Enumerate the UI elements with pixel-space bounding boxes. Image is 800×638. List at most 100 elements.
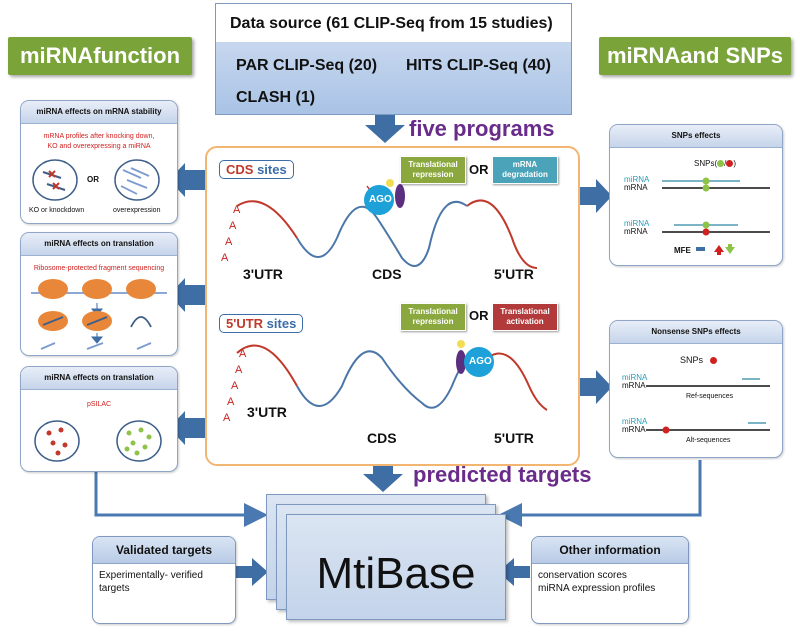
other-info-line1: conservation scores bbox=[538, 570, 627, 581]
arrow-left-stability bbox=[169, 163, 205, 197]
cds-sites-title: CDS sites bbox=[219, 160, 294, 179]
ref-sequences-label: Ref-sequences bbox=[686, 393, 734, 400]
psilac-label: pSILAC bbox=[86, 401, 112, 408]
nonsense-mirna-label-1: miRNA bbox=[622, 373, 648, 382]
other-info-title: Other information bbox=[532, 537, 688, 564]
nonsense-mrna-label-2: mRNA bbox=[622, 425, 646, 434]
polya-top-2: A bbox=[229, 220, 237, 232]
arrow-down-to-programs bbox=[365, 113, 405, 143]
polya-bottom-3: A bbox=[231, 380, 239, 392]
stability-desc-1: mRNA profiles after knocking down, bbox=[43, 133, 155, 140]
ribosome-graphic bbox=[31, 279, 167, 350]
snp-mirna-label-1: miRNA bbox=[624, 175, 650, 184]
snp-effects-graphic bbox=[662, 177, 770, 255]
polya-top-1: A bbox=[233, 204, 241, 216]
alt-sequences-label: Alt-sequences bbox=[686, 437, 731, 444]
title-mirna-function: miRNAfunction bbox=[8, 37, 192, 75]
snps-legend-open: SNPs( bbox=[694, 159, 718, 168]
nonsense-mrna-label-1: mRNA bbox=[622, 381, 646, 390]
mech-translational-repression-bottom: Translational repression bbox=[400, 303, 466, 331]
panel-nonsense-snp: Nonsense SNPs effects SNPs miRNA mRNA Re… bbox=[609, 320, 783, 458]
polya-bottom-2: A bbox=[235, 364, 243, 376]
mtibase-card-front: MtiBase bbox=[286, 514, 506, 620]
snp-mrna-label-2: mRNA bbox=[624, 227, 648, 236]
panel-validated-targets: Validated targets Experimentally- verifi… bbox=[92, 536, 236, 624]
nonsense-red-dot bbox=[709, 357, 717, 365]
snp-mrna-label-1: mRNA bbox=[624, 183, 648, 192]
ago-label-top: AGO bbox=[369, 194, 392, 205]
label-3utr-top: 3'UTR bbox=[243, 266, 283, 282]
polya-bottom-1: A bbox=[239, 348, 247, 360]
predicted-targets-label: predicted targets bbox=[413, 462, 592, 487]
mech-translational-repression-top: Translational repression bbox=[400, 156, 466, 184]
polya-top-3: A bbox=[225, 236, 233, 248]
title-mirna-snps: miRNAand SNPs bbox=[599, 37, 791, 75]
stability-or: OR bbox=[87, 175, 99, 184]
nonsense-mirna-label-2: miRNA bbox=[622, 417, 648, 426]
hits-clip-label: HITS CLIP-Seq (40) bbox=[406, 57, 551, 74]
nonsense-snps-label: SNPs bbox=[680, 355, 704, 365]
or-top: OR bbox=[469, 162, 489, 177]
green-snp-dot bbox=[717, 160, 725, 168]
clash-label: CLASH (1) bbox=[236, 89, 316, 106]
other-info-line2: miRNA expression profiles bbox=[538, 583, 656, 594]
cds-sites-title-a: CDS bbox=[226, 162, 254, 177]
panel-mrna-stability: miRNA effects on mRNA stability mRNA pro… bbox=[20, 100, 178, 224]
five-programs-label: five programs bbox=[409, 116, 555, 141]
line-left-to-mtibase bbox=[94, 470, 268, 527]
mech-mrna-degradation: mRNA degradation bbox=[492, 156, 558, 184]
cds-sites-title-b: sites bbox=[257, 162, 287, 177]
red-snp-dot bbox=[726, 160, 734, 168]
center-programs-panel: AGO AGO CDS sites Translational repressi… bbox=[205, 146, 580, 466]
panel-stability-title: miRNA effects on mRNA stability bbox=[21, 101, 177, 124]
nonsense-snp-graphic bbox=[646, 378, 770, 434]
line-right-to-mtibase bbox=[498, 460, 702, 527]
or-bottom: OR bbox=[469, 308, 489, 323]
snps-legend-sep: / bbox=[724, 159, 727, 168]
snps-legend: SNPs( /) bbox=[694, 159, 736, 168]
arrow-down-to-mtibase bbox=[363, 462, 403, 492]
arrow-validated-to-mtibase bbox=[236, 558, 268, 586]
label-cds-bottom: CDS bbox=[367, 430, 397, 446]
ko-knockdown-label: KO or knockdown bbox=[29, 207, 85, 214]
data-source-title: Data source (61 CLIP-Seq from 15 studies… bbox=[230, 15, 553, 32]
stability-desc-2: KO and overexpressing a miRNA bbox=[47, 143, 151, 150]
nonsense-snp-title: Nonsense SNPs effects bbox=[610, 321, 782, 344]
overexpression-label: overexpression bbox=[113, 207, 161, 214]
label-cds-top: CDS bbox=[372, 266, 402, 282]
mtibase-title: MtiBase bbox=[316, 549, 476, 598]
nonsense-snps-legend: SNPs bbox=[680, 355, 717, 365]
utr5-sites-title-b: sites bbox=[266, 316, 297, 331]
arrow-right-snp bbox=[578, 179, 612, 213]
panel-translation1-title: miRNA effects on translation bbox=[21, 233, 177, 256]
data-source-box: Data source (61 CLIP-Seq from 15 studies… bbox=[215, 3, 572, 115]
arrow-left-translation2 bbox=[169, 411, 205, 445]
mrna-waves-graphic bbox=[236, 179, 548, 411]
panel-translation-ribosome: miRNA effects on translation Ribosome-pr… bbox=[20, 232, 178, 356]
ribosome-desc: Ribosome-protected fragment sequencing bbox=[33, 265, 165, 272]
par-clip-label: PAR CLIP-Seq (20) bbox=[236, 57, 378, 74]
stability-cells-graphic bbox=[32, 159, 160, 201]
mech-translational-activation: Translational activation bbox=[492, 303, 558, 331]
validated-title: Validated targets bbox=[93, 537, 235, 564]
snp-effects-title: SNPs effects bbox=[610, 125, 782, 148]
panel-other-information: Other information conservation scores mi… bbox=[531, 536, 689, 624]
panel-translation2-title: miRNA effects on translation bbox=[21, 367, 177, 390]
panel-translation-psilac: miRNA effects on translation pSILAC bbox=[20, 366, 178, 472]
polya-bottom-4: A bbox=[227, 396, 235, 408]
label-5utr-top: 5'UTR bbox=[494, 266, 534, 282]
arrow-right-nonsense bbox=[578, 370, 612, 404]
psilac-cells-graphic bbox=[34, 420, 162, 462]
arrow-left-translation1 bbox=[169, 278, 205, 312]
arrow-other-to-mtibase bbox=[498, 558, 530, 586]
label-3utr-bottom: 3'UTR bbox=[247, 404, 287, 420]
snps-legend-close: ) bbox=[733, 159, 737, 168]
utr5-sites-title: 5'UTR sites bbox=[219, 314, 304, 333]
polya-bottom-5: A bbox=[223, 412, 231, 424]
snp-mirna-label-2: miRNA bbox=[624, 219, 650, 228]
polya-top-4: A bbox=[221, 252, 229, 264]
ago-label-bottom: AGO bbox=[469, 356, 492, 367]
label-5utr-bottom: 5'UTR bbox=[494, 430, 534, 446]
validated-body: Experimentally- verified targets bbox=[99, 570, 203, 594]
